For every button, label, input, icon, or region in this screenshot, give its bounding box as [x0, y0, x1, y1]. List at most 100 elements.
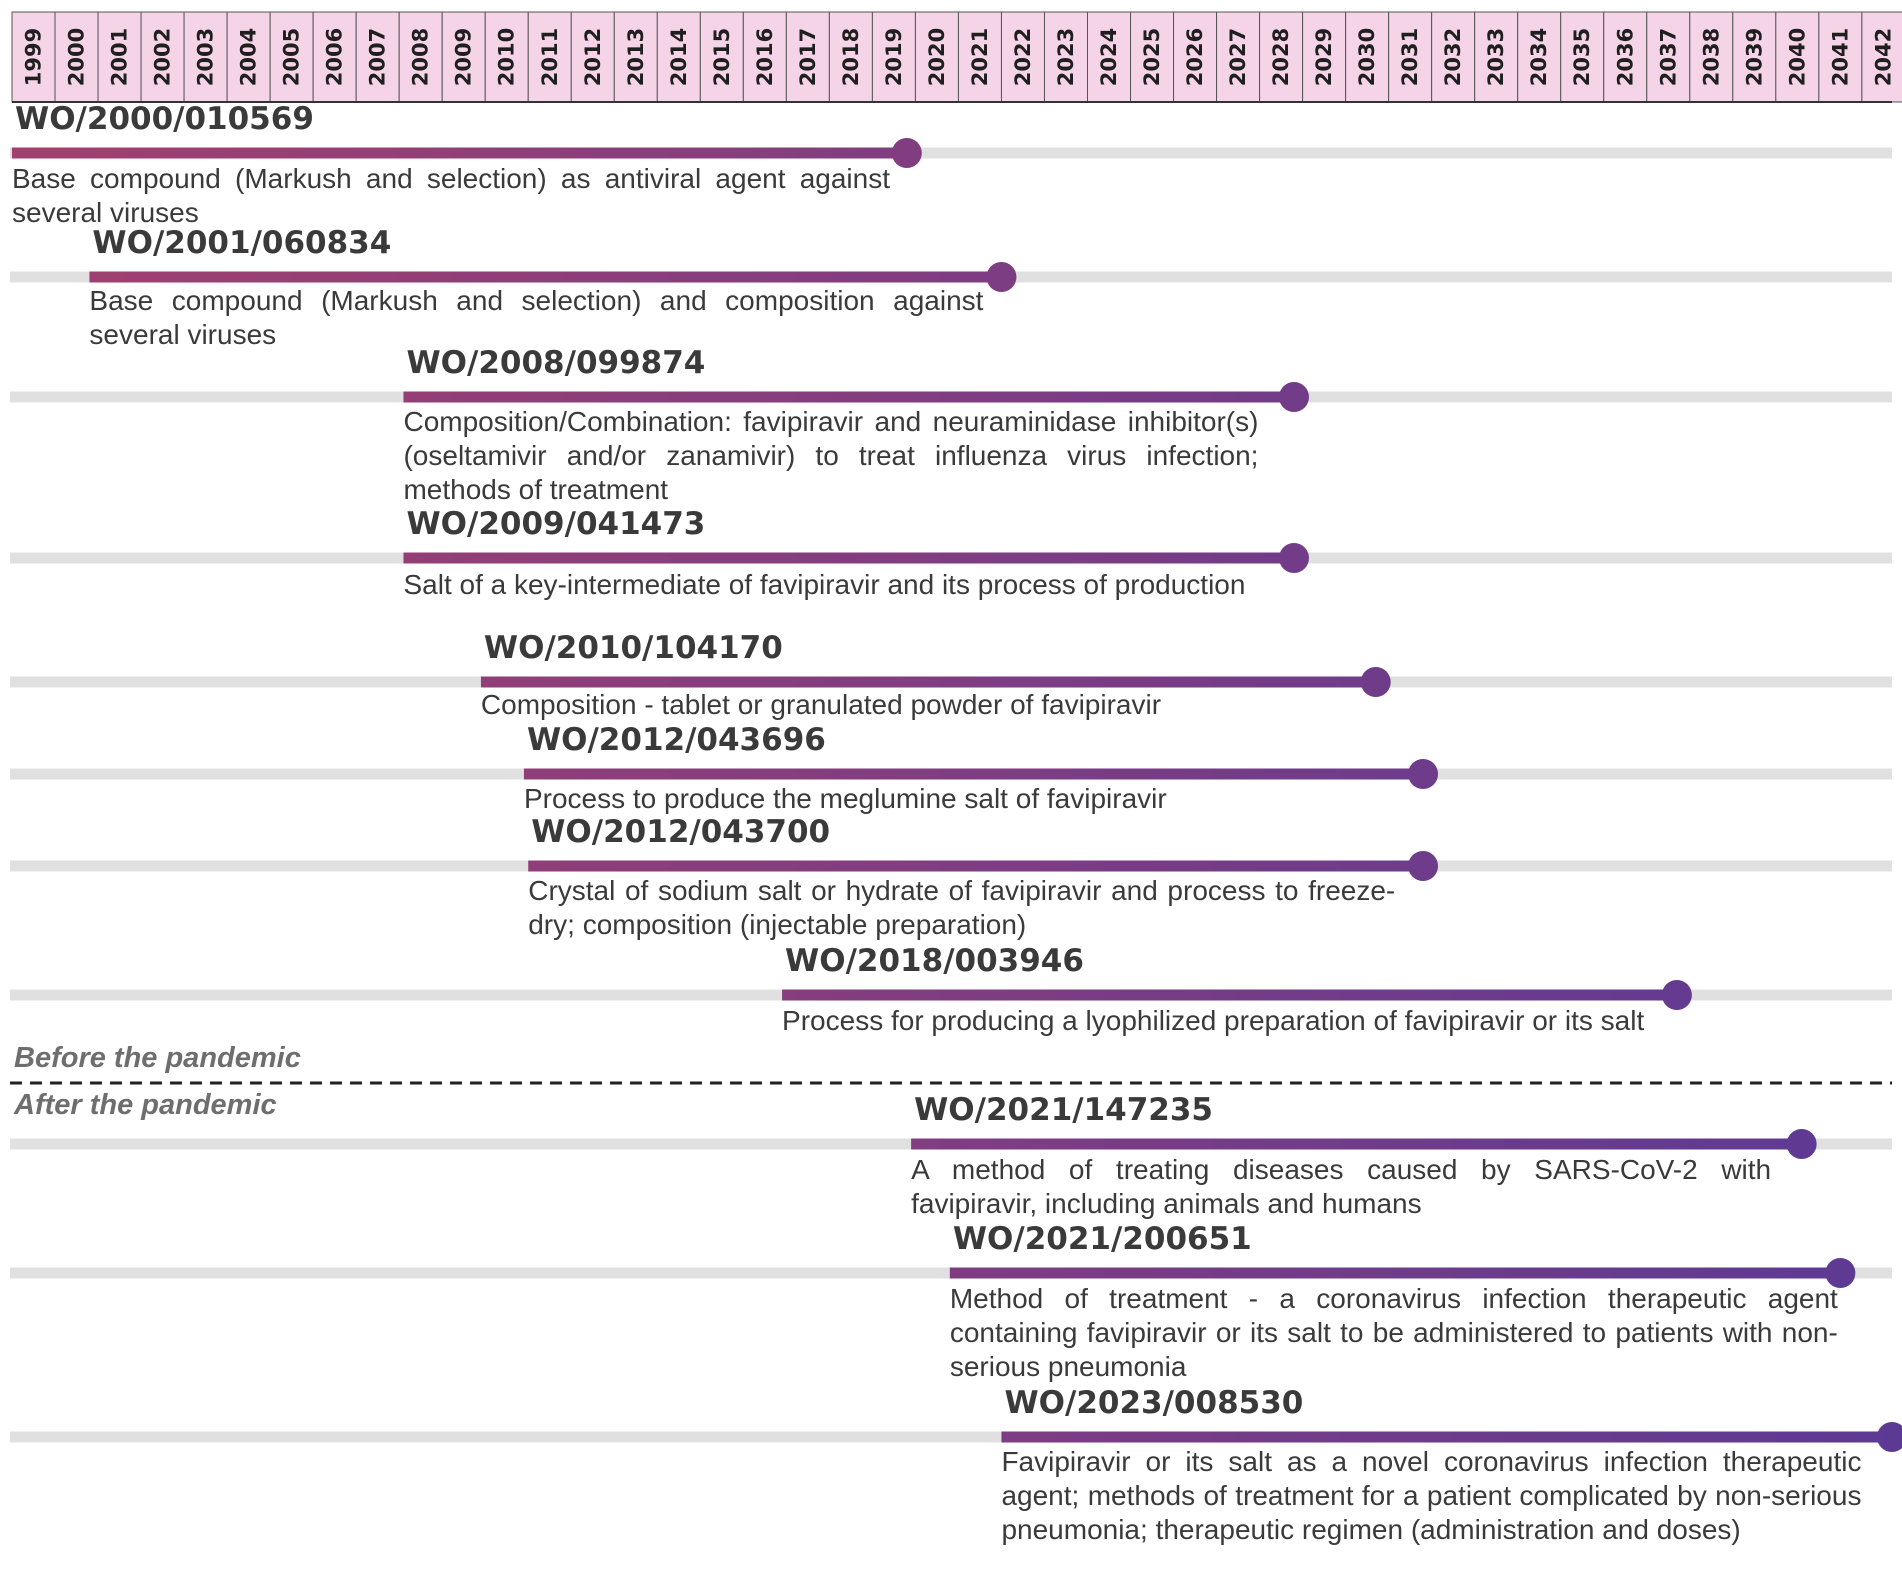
patent-description: Base compound (Markush and selection) as… [12, 163, 890, 228]
year-label: 2003 [194, 28, 218, 86]
year-label: 2038 [1699, 28, 1723, 86]
year-label: 2031 [1398, 28, 1422, 86]
year-cell [1560, 11, 1605, 103]
patent-number: WO/2021/147235 [914, 1092, 1213, 1128]
patent-description: Base compound (Markush and selection) an… [89, 285, 984, 350]
year-cell [1216, 11, 1261, 103]
patent-end-marker [986, 262, 1017, 292]
year-label: 2025 [1140, 28, 1164, 86]
year-cell [355, 11, 400, 103]
year-label: 2026 [1183, 28, 1207, 86]
patent-tracks: WO/2000/010569WO/2001/060834WO/2008/0998… [10, 101, 1902, 1452]
year-label: 2017 [796, 28, 820, 86]
patent-description: Crystal of sodium salt or hydrate of fav… [528, 875, 1396, 940]
patent-description: Favipiravir or its salt as a novel coron… [1001, 1446, 1862, 1545]
year-label: 2041 [1828, 28, 1852, 86]
year-label: 2035 [1570, 28, 1594, 86]
patent-end-marker [1408, 851, 1439, 881]
year-cell [1517, 11, 1562, 103]
patent-end-marker [1825, 1258, 1856, 1288]
year-cell [699, 11, 744, 103]
year-label: 2030 [1355, 28, 1379, 86]
patent-description: Method of treatment - a coronavirus infe… [949, 1283, 1838, 1382]
year-label: 2006 [323, 28, 347, 86]
patent-number: WO/2021/200651 [953, 1221, 1252, 1257]
year-label: 2010 [495, 28, 519, 86]
year-cell [1130, 11, 1175, 103]
year-label: 2033 [1484, 28, 1508, 86]
year-cell [1818, 11, 1863, 103]
year-cell [570, 11, 615, 103]
patent-description: Salt of a key-intermediate of favipiravi… [403, 569, 1246, 600]
year-label: 2005 [280, 28, 304, 86]
year-label: 2027 [1226, 28, 1250, 86]
patent-end-marker [891, 138, 922, 168]
year-cell [11, 11, 56, 103]
patent-description: Process for producing a lyophilized prep… [782, 1005, 1645, 1036]
year-label: 2004 [237, 28, 261, 86]
year-cell [1646, 11, 1691, 103]
year-label: 2040 [1785, 28, 1809, 86]
year-cell [441, 11, 486, 103]
year-cell [871, 11, 916, 103]
patent-description: Process to produce the meglumine salt of… [523, 783, 1167, 814]
year-cell [1431, 11, 1476, 103]
year-cell [914, 11, 959, 103]
year-cell [54, 11, 99, 103]
year-label: 2008 [409, 28, 433, 86]
year-label: 2023 [1054, 28, 1078, 86]
year-cell [1388, 11, 1433, 103]
patent-end-marker [1408, 759, 1439, 789]
year-label: 2011 [538, 28, 562, 86]
year-label: 2001 [108, 28, 132, 86]
year-cell [1302, 11, 1347, 103]
year-label: 2002 [151, 28, 175, 86]
year-cell [1345, 11, 1390, 103]
year-cell [1732, 11, 1777, 103]
year-label: 2028 [1269, 28, 1293, 86]
patent-number: WO/2012/043696 [527, 722, 826, 758]
patent-number: WO/2023/008530 [1004, 1385, 1303, 1421]
year-label: 2020 [925, 28, 949, 86]
section-label-before: Before the pandemic [14, 1042, 301, 1074]
year-label: 2032 [1441, 28, 1465, 86]
year-cell [1775, 11, 1820, 103]
year-cell [312, 11, 357, 103]
year-label: 2007 [366, 28, 390, 86]
patent-number: WO/2018/003946 [785, 943, 1084, 979]
year-cell [957, 11, 1002, 103]
year-label: 2016 [753, 28, 777, 86]
year-cell [1474, 11, 1519, 103]
patent-end-marker [1786, 1129, 1817, 1159]
year-label: 2039 [1742, 28, 1766, 86]
patent-description: Composition/Combination: favipiravir and… [403, 406, 1259, 505]
patent-description: A method of treating diseases caused by … [911, 1154, 1772, 1219]
year-label: 2036 [1613, 28, 1637, 86]
year-label: 2034 [1527, 28, 1551, 86]
patent-end-marker [1360, 667, 1391, 697]
patent-description: Composition - tablet or granulated powde… [480, 689, 1162, 720]
patent-number: WO/2009/041473 [406, 506, 705, 542]
section-label-after: After the pandemic [13, 1089, 277, 1121]
year-label: 2013 [624, 28, 648, 86]
year-label: 2042 [1871, 28, 1895, 86]
patent-end-marker [1876, 1422, 1902, 1452]
patent-number: WO/2008/099874 [406, 345, 705, 381]
year-label: 2029 [1312, 28, 1336, 86]
year-label: 2012 [581, 28, 605, 86]
year-label: 2014 [667, 28, 691, 86]
year-cell [527, 11, 572, 103]
year-label: 2019 [882, 28, 906, 86]
year-label: 2015 [710, 28, 734, 86]
year-label: 2037 [1656, 28, 1680, 86]
patent-number: WO/2012/043700 [531, 814, 830, 850]
patent-end-marker [1661, 980, 1692, 1010]
year-label: 2024 [1097, 28, 1121, 86]
patent-number: WO/2000/010569 [15, 101, 314, 137]
patent-number: WO/2001/060834 [92, 225, 391, 261]
year-label: 2009 [452, 28, 476, 86]
year-label: 2022 [1011, 28, 1035, 86]
year-label: 2021 [968, 28, 992, 86]
